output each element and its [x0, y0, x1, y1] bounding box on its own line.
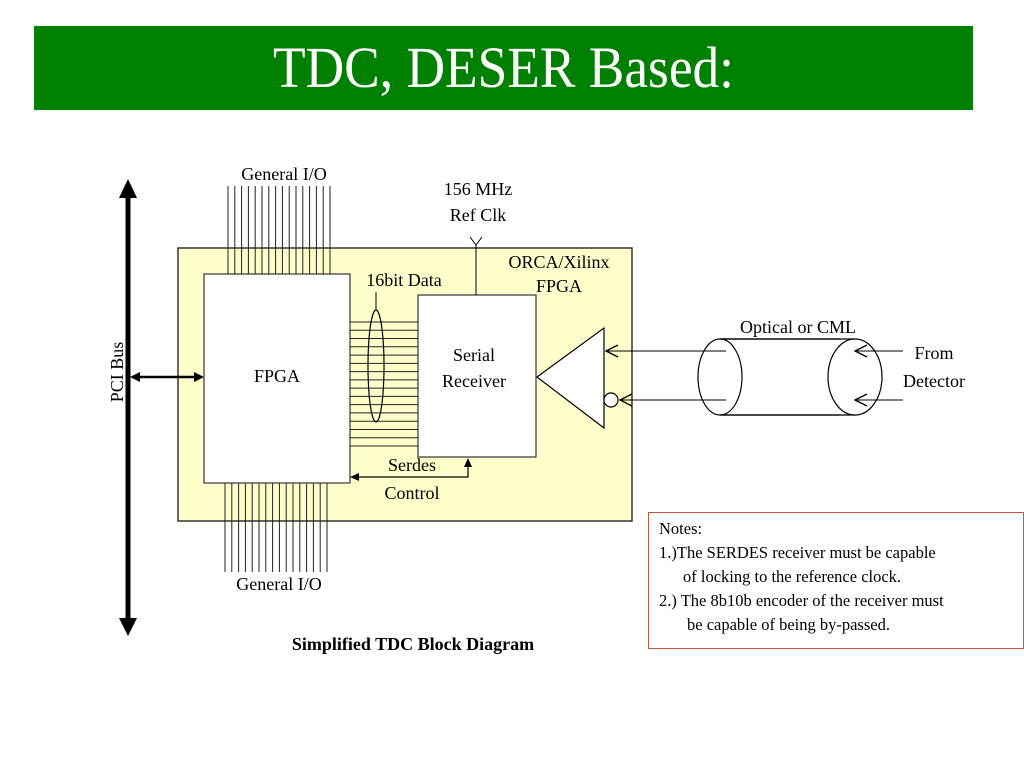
fpga-label: FPGA	[254, 366, 300, 386]
slide-title: TDC, DESER Based:	[273, 35, 734, 100]
serial-receiver-line2: Receiver	[442, 371, 506, 391]
note-1-line-1: 1.)The SERDES receiver must be capable	[659, 543, 936, 562]
data-label: 16bit Data	[366, 270, 441, 290]
pci-bus: PCI Bus	[107, 179, 137, 636]
differential-receiver-buffer	[535, 326, 619, 430]
board-label-line2: FPGA	[536, 276, 582, 296]
source-line2: Detector	[903, 371, 965, 391]
arrow-right-icon	[194, 372, 204, 382]
ref-clk-input	[469, 236, 483, 295]
serdes-control-line1: Serdes	[388, 455, 436, 475]
serdes-control-line2: Control	[384, 483, 439, 503]
note-2-line-1: 2.) The 8b10b encoder of the receiver mu…	[659, 591, 944, 610]
general-io-top-label: General I/O	[241, 164, 326, 184]
title-bar: TDC, DESER Based:	[34, 26, 973, 110]
general-io-top-lines	[227, 186, 331, 274]
serdes-control-link	[350, 458, 472, 481]
ref-clk-line1: 156 MHz	[444, 179, 513, 199]
link-label: Optical or CML	[740, 317, 856, 337]
pci-bus-label: PCI Bus	[107, 342, 127, 403]
antenna-icon	[469, 236, 483, 246]
optical-cml-cable	[606, 338, 903, 416]
inverting-bubble-icon	[603, 392, 619, 408]
serial-receiver-block	[417, 294, 537, 458]
pci-bus-arrow-up-icon	[119, 179, 137, 198]
arrow-up-icon	[464, 458, 472, 467]
serial-receiver-line1: Serial	[453, 345, 495, 365]
source-line1: From	[914, 343, 953, 363]
note-1-line-2: of locking to the reference clock.	[683, 567, 902, 586]
general-io-bottom-lines	[224, 483, 328, 572]
notes-heading: Notes:	[659, 519, 703, 538]
notes-box: Notes: 1.)The SERDES receiver must be ca…	[648, 512, 1024, 649]
ref-clk-line2: Ref Clk	[450, 205, 507, 225]
buffer-triangle-icon	[535, 326, 605, 430]
arrow-left-icon	[350, 473, 359, 481]
pci-fpga-link	[130, 372, 204, 382]
board-label-line1: ORCA/Xilinx	[508, 252, 609, 272]
note-2-line-2: be capable of being by-passed.	[687, 615, 890, 634]
pci-bus-arrow-down-icon	[119, 618, 137, 636]
diagram-caption: Simplified TDC Block Diagram	[292, 634, 534, 654]
general-io-bottom-label: General I/O	[236, 574, 321, 594]
arrow-left-icon	[130, 372, 140, 382]
fpga-block	[203, 273, 351, 484]
